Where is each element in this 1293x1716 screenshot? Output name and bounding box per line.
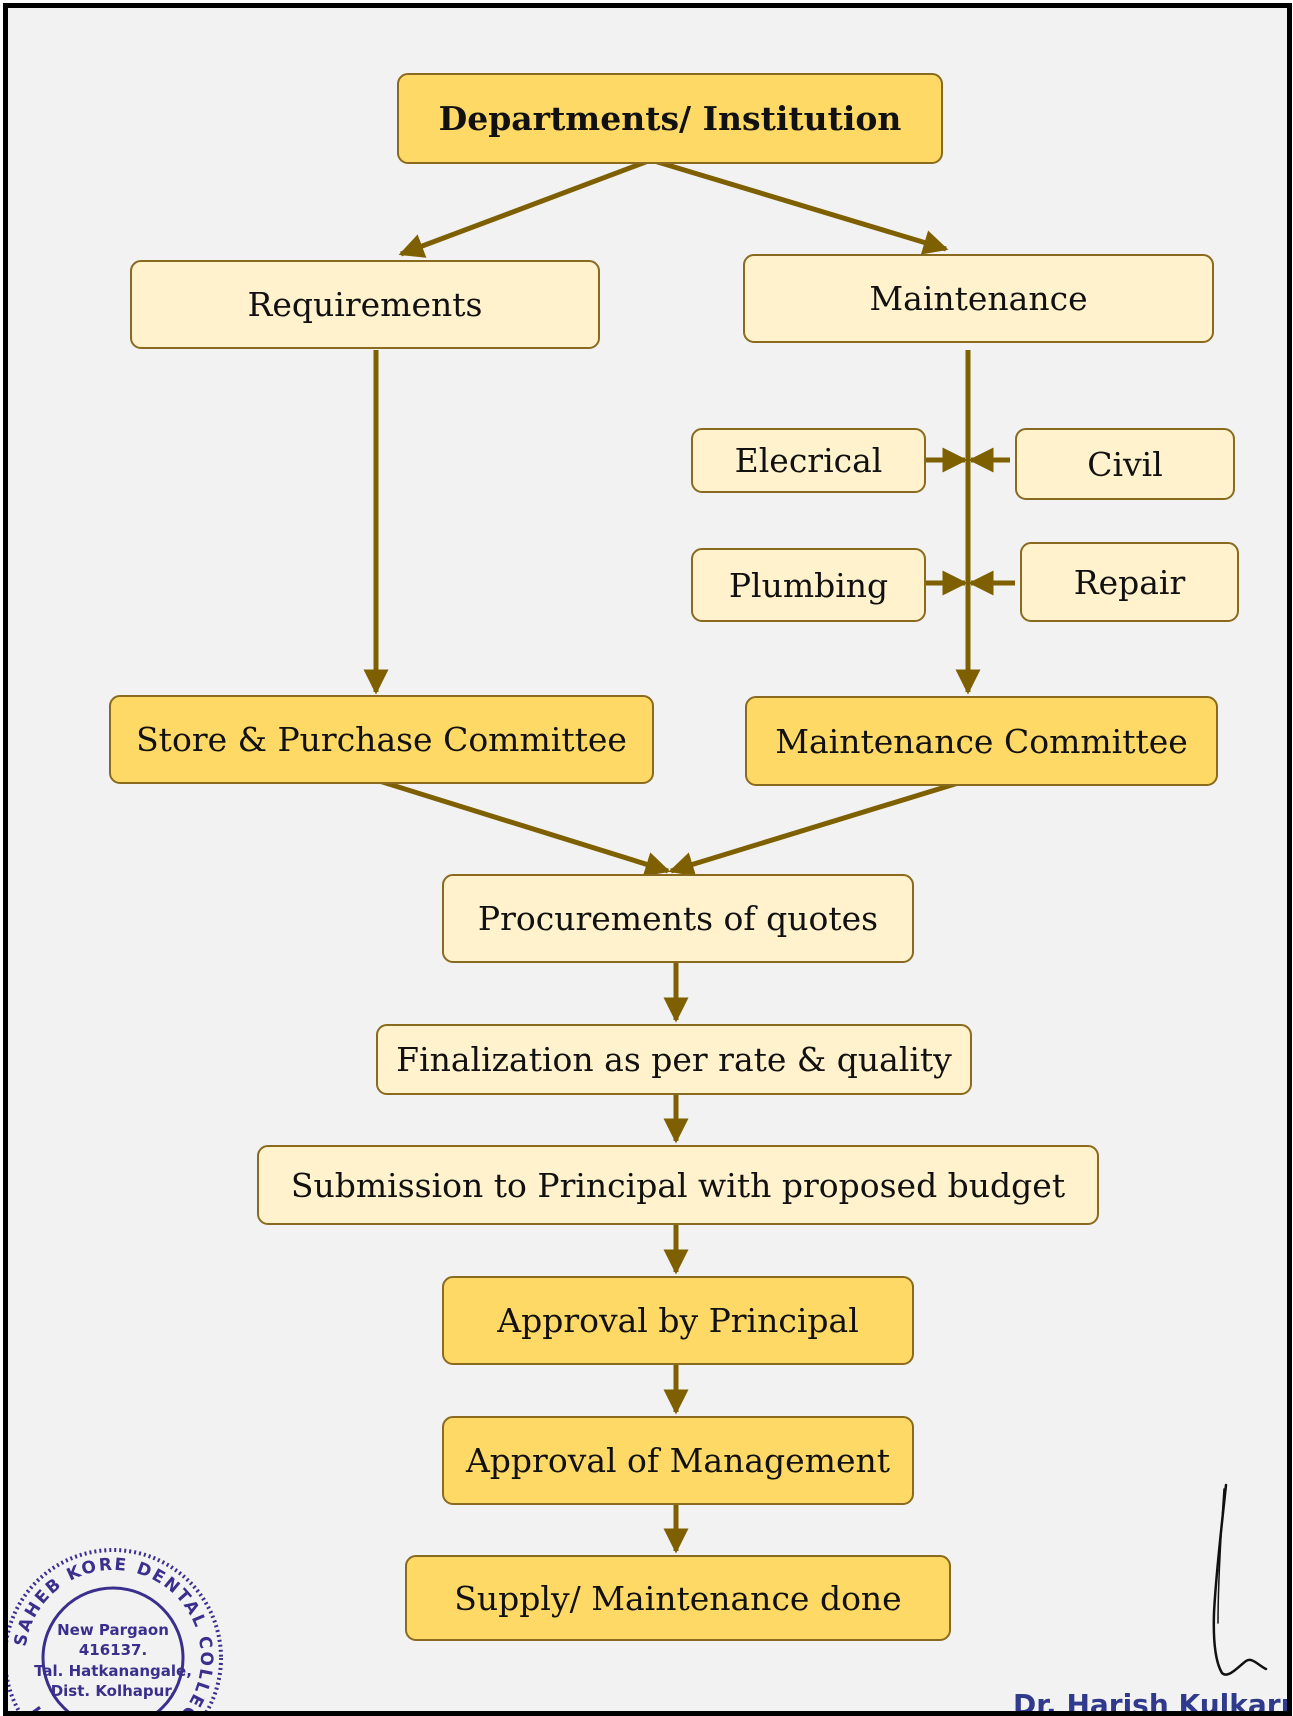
- node-maintenance-committee: Maintenance Committee: [745, 696, 1218, 786]
- node-plumbing: Plumbing: [691, 548, 926, 622]
- node-civil: Civil: [1015, 428, 1235, 500]
- node-approval-by-principal: Approval by Principal: [442, 1276, 914, 1365]
- node-store-purchase-committee: Store & Purchase Committee: [109, 695, 654, 784]
- node-maintenance: Maintenance: [743, 254, 1214, 343]
- arrow-dept-to-maintenance: [650, 157, 949, 255]
- stamp-line-4: Dist. Kolhapur.: [51, 1682, 176, 1700]
- arrow-committee-to-procurement: [668, 777, 969, 877]
- stamp-line-1: New Pargaon: [57, 1621, 169, 1639]
- signatory-name: Dr. Harish Kulkarni, M: [1013, 1688, 1287, 1716]
- stamp-line-3: Tal. Hatkanangale,: [34, 1662, 192, 1680]
- stamp-line-2: 416137.: [79, 1641, 147, 1659]
- node-approval-of-management: Approval of Management: [442, 1416, 914, 1505]
- node-submission-to-principal: Submission to Principal with proposed bu…: [257, 1145, 1099, 1225]
- node-finalization: Finalization as per rate & quality: [376, 1024, 972, 1095]
- node-electrical: Elecrical: [691, 428, 926, 493]
- handwritten-signature: [1212, 1483, 1268, 1676]
- arrow-dept-to-requirements: [398, 157, 652, 258]
- node-procurement-of-quotes: Procurements of quotes: [442, 874, 914, 963]
- node-departments: Departments/ Institution: [397, 73, 943, 164]
- arrow-store-to-procurement: [375, 777, 671, 877]
- node-requirements: Requirements: [130, 260, 600, 349]
- connector-arrows: [363, 157, 1015, 1554]
- college-seal-stamp: SAHEB KORE DENTAL COLLEGE & RESEARCH New…: [8, 1548, 223, 1711]
- flowchart-canvas: Departments/ Institution Requirements Ma…: [3, 3, 1292, 1716]
- node-supply-maintenance-done: Supply/ Maintenance done: [405, 1555, 951, 1641]
- node-repair: Repair: [1020, 542, 1239, 622]
